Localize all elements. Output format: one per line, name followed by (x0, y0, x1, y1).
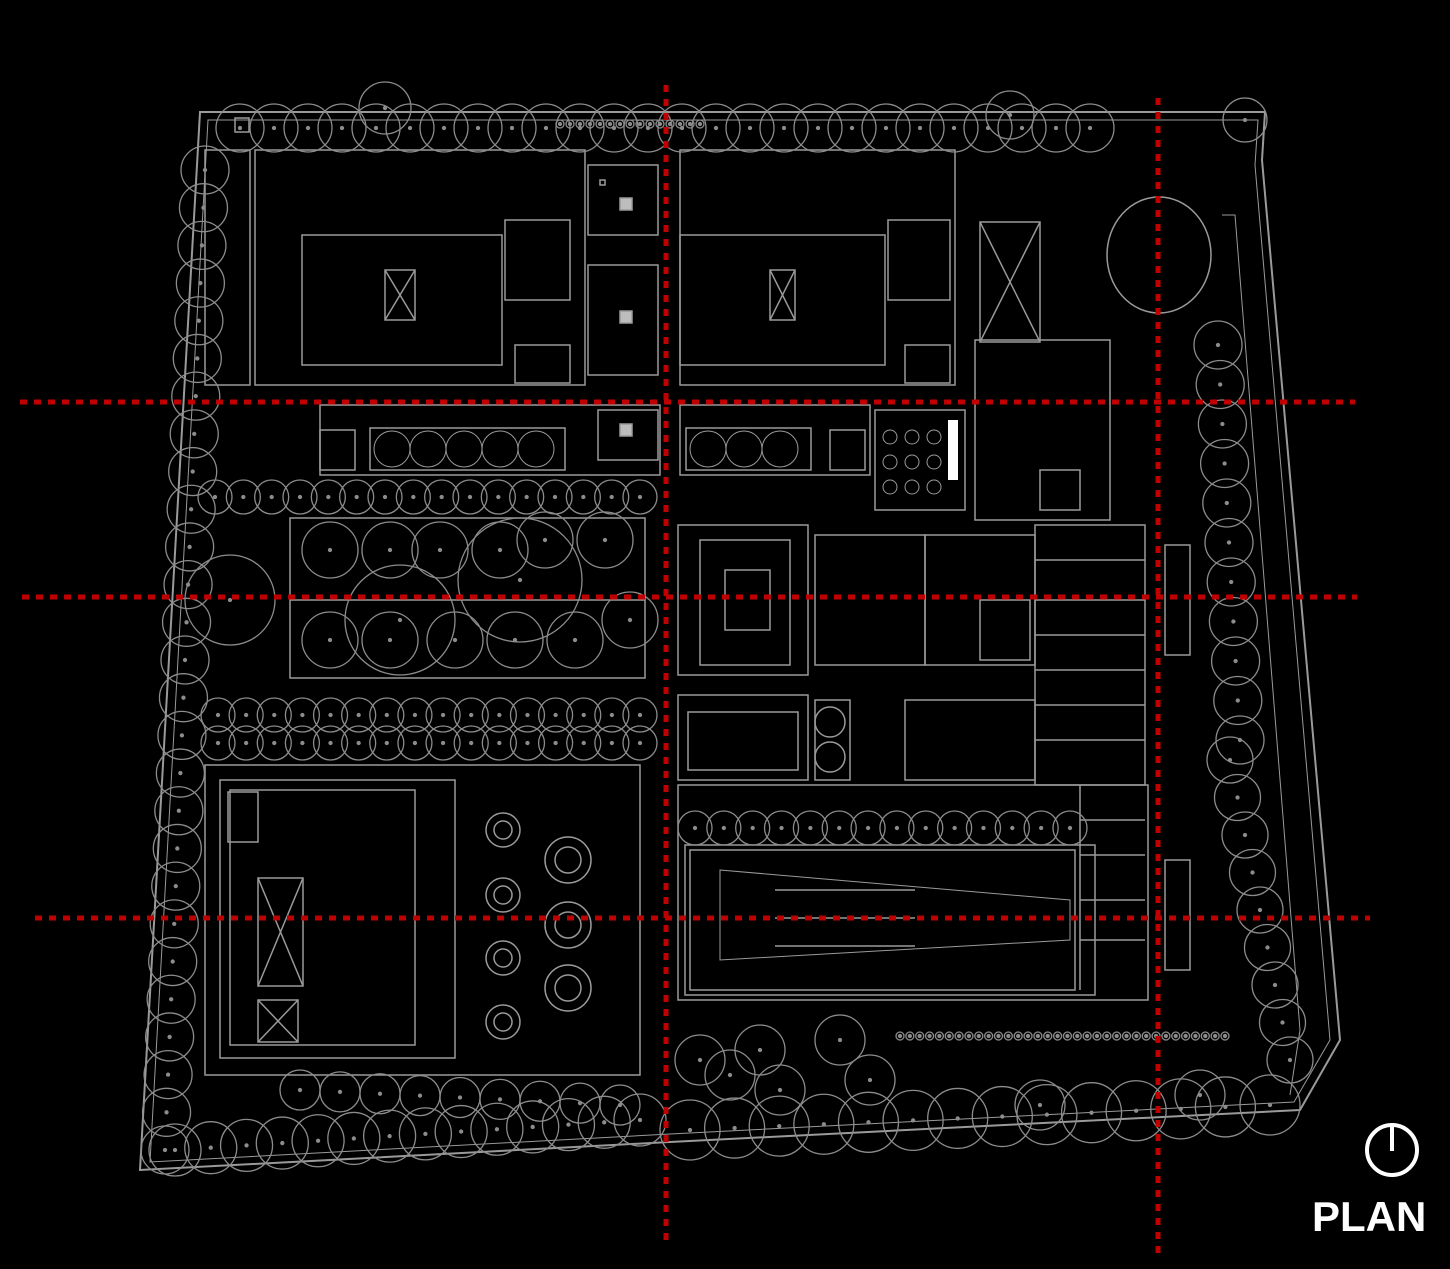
grid-lines (20, 85, 1370, 1255)
middle-zone (289, 517, 1191, 971)
north-buildings (204, 117, 1212, 386)
site-boundary (138, 111, 1342, 1172)
courtyard-strip (319, 339, 1111, 521)
fountain-circles (485, 706, 846, 1040)
south-buildings (204, 764, 1149, 1076)
north-arrow-icon (1365, 1123, 1419, 1177)
planter-circles (373, 429, 942, 495)
plan-title: PLAN (1312, 1193, 1427, 1240)
tree-canopies (140, 81, 1314, 1177)
